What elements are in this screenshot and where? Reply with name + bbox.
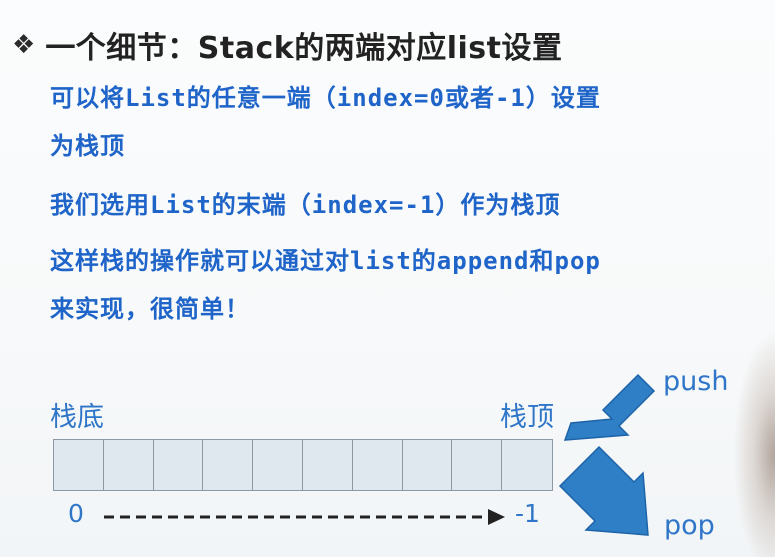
stack-bottom-label: 栈底 [50,402,104,433]
list-cell [253,440,303,490]
push-arrow-icon [563,373,656,441]
list-cell [103,440,154,490]
list-cell [402,440,453,490]
push-label: push [663,366,729,397]
list-cell [54,440,104,490]
stack-top-label: 栈顶 [500,402,554,433]
body-line-2: 为栈顶 [50,132,125,160]
pop-arrow-icon [558,445,649,536]
list-cell [153,440,204,490]
presenter-edge [733,330,775,557]
list-cell [203,440,254,490]
diamond-bullet-icon: ❖ [12,30,36,60]
title-text: 一个细节：Stack的两端对应list设置 [45,31,563,66]
slide-title: ❖ 一个细节：Stack的两端对应list设置 [12,22,563,68]
body-line-3: 我们选用List的末端（index=-1）作为栈顶 [50,191,561,219]
body-line-1: 可以将List的任意一端（index=0或者-1）设置 [50,84,601,112]
index-start-label: 0 [68,499,84,528]
pop-label: pop [664,510,715,541]
list-cell [452,440,503,490]
index-end-label: -1 [515,499,540,528]
dashed-arrow-head-icon [488,509,505,525]
body-line-5: 来实现，很简单！ [50,295,250,323]
list-cell [302,440,353,490]
list-cells [53,439,553,491]
list-cell [352,440,403,490]
body-line-4: 这样栈的操作就可以通过对list的append和pop [50,247,601,275]
list-cell [502,440,552,490]
